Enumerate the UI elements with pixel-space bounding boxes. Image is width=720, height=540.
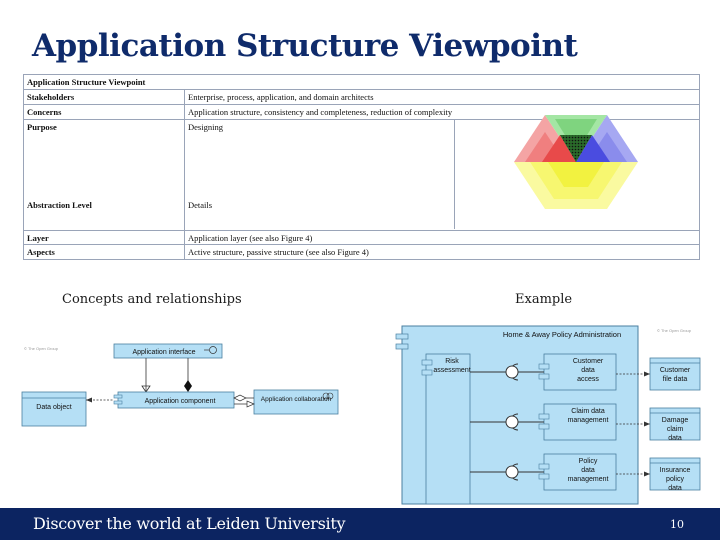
data-object-node: Data object [21, 391, 87, 427]
concepts-diagram: © The Open Group Application interface A… [18, 328, 340, 432]
row-key: Concerns [27, 107, 62, 117]
viewpoint-framework-hexagon [514, 115, 638, 209]
table-row-layer: Layer Application layer (see also Figure… [24, 231, 699, 245]
row-value: Application layer (see also Figure 4) [188, 233, 313, 243]
viewpoint-table: Application Structure Viewpoint Stakehol… [23, 74, 700, 260]
row-value: Active structure, passive structure (see… [188, 247, 369, 257]
example-label: Example [515, 292, 573, 307]
example-diagram: © The Open Group Home & Away Policy Admi… [392, 320, 702, 508]
copyright-note: © The Open Group [657, 328, 692, 333]
application-interface-node: Application interface [113, 343, 223, 359]
table-row-aspects: Aspects Active structure, passive struct… [24, 245, 699, 259]
concepts-label: Concepts and relationships [62, 292, 242, 307]
application-collaboration-node: Application collaboration [253, 389, 339, 415]
page-title: Application Structure Viewpoint [32, 28, 578, 64]
footer-bar: Discover the world at Leiden University … [0, 508, 720, 540]
data-object-label: Data object [36, 404, 71, 411]
page-number: 10 [670, 518, 684, 531]
row-value: Enterprise, process, application, and do… [188, 92, 374, 102]
row-key: Layer [27, 233, 49, 243]
footer-text: Discover the world at Leiden University [33, 514, 346, 533]
row-key: Purpose [27, 122, 57, 132]
application-component-node: Application component [113, 391, 235, 409]
application-collaboration-label: Application collaboration [261, 396, 332, 403]
main-component-label: Home & Away Policy Administration [503, 330, 621, 339]
application-interface-label: Application interface [132, 349, 195, 356]
row-key: Aspects [27, 247, 55, 257]
viewpoint-table-title: Application Structure Viewpoint [27, 77, 146, 87]
row-key: Abstraction Level [27, 200, 92, 210]
viewpoint-table-header: Application Structure Viewpoint [24, 75, 699, 90]
image-column-divider [454, 120, 455, 229]
table-row-abstraction-level: Abstraction Level Details [24, 198, 699, 231]
row-value: Application structure, consistency and c… [188, 107, 453, 117]
table-row-stakeholders: Stakeholders Enterprise, process, applic… [24, 90, 699, 105]
application-component-label: Application component [145, 398, 216, 405]
interface-connectors [470, 363, 544, 481]
table-row-concerns: Concerns Application structure, consiste… [24, 105, 699, 120]
table-row-purpose: Purpose Designing [24, 120, 699, 198]
copyright-note: © The Open Group [24, 346, 59, 351]
row-value: Designing [188, 122, 223, 132]
row-key: Stakeholders [27, 92, 75, 102]
row-value: Details [188, 200, 213, 210]
column-divider [184, 90, 185, 259]
